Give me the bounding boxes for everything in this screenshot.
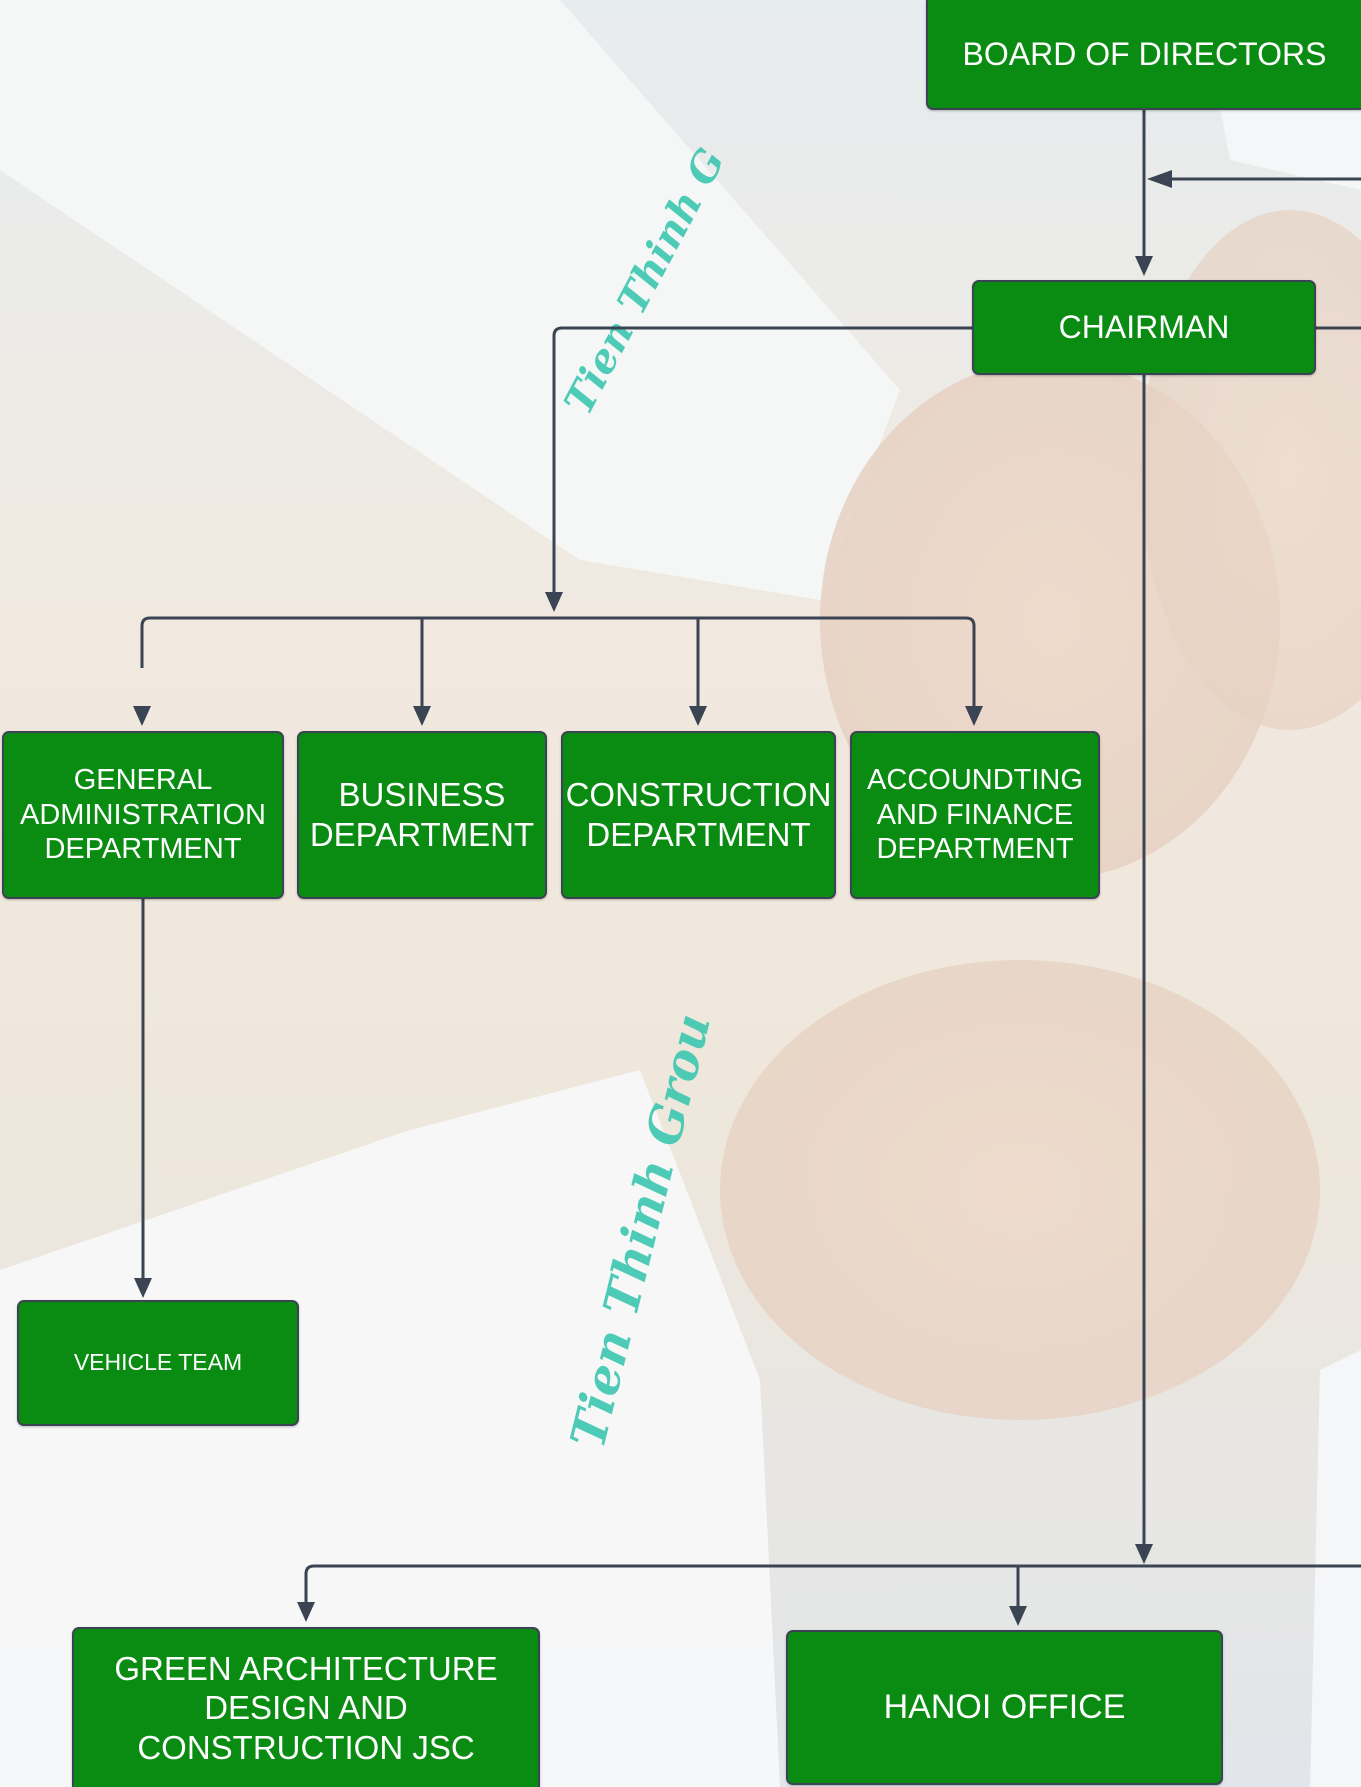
vehicle-team-label: VEHICLE TEAM (73, 1349, 243, 1376)
board-of-directors-node: BOARD OF DIRECTORS (926, 0, 1361, 110)
business-department-label: BUSINESS DEPARTMENT (309, 776, 535, 853)
general-administration-department-label: GENERAL ADMINISTRATION DEPARTMENT (20, 763, 266, 866)
construction-department-label: CONSTRUCTION DEPARTMENT (565, 776, 832, 853)
construction-department-node: CONSTRUCTION DEPARTMENT (561, 731, 836, 899)
green-architecture-node: GREEN ARCHITECTURE DESIGN AND CONSTRUCTI… (72, 1627, 540, 1787)
hanoi-office-label: HANOI OFFICE (883, 1688, 1126, 1727)
board-of-directors-label: BOARD OF DIRECTORS (962, 35, 1327, 72)
sleeve-bottom-left (0, 1070, 780, 1787)
chairman-node: CHAIRMAN (972, 280, 1316, 375)
business-department-node: BUSINESS DEPARTMENT (297, 731, 547, 899)
vehicle-team-node: VEHICLE TEAM (17, 1300, 299, 1426)
sleeve-bottom-right (1310, 1350, 1361, 1787)
green-architecture-label: GREEN ARCHITECTURE DESIGN AND CONSTRUCTI… (114, 1649, 498, 1766)
fist-lower (720, 960, 1320, 1420)
sleeve-top-left (0, 0, 900, 600)
general-administration-department-node: GENERAL ADMINISTRATION DEPARTMENT (2, 731, 284, 899)
accounting-finance-department-label: ACCOUNDTING AND FINANCE DEPARTMENT (867, 763, 1083, 866)
chairman-label: CHAIRMAN (1058, 309, 1230, 346)
accounting-finance-department-node: ACCOUNDTING AND FINANCE DEPARTMENT (850, 731, 1100, 899)
hanoi-office-node: HANOI OFFICE (786, 1630, 1223, 1785)
